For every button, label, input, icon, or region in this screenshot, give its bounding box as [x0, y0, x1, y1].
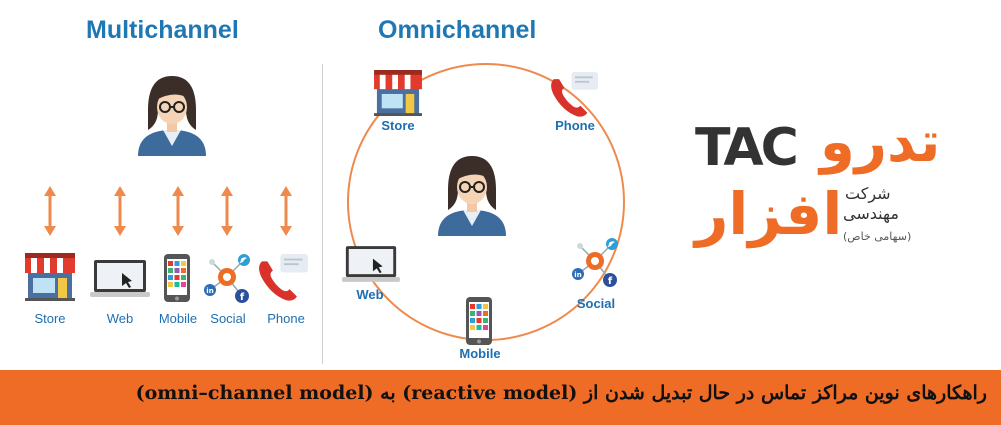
- omni-label-social: Social: [576, 296, 616, 311]
- logo-brand-word-1: تدرو: [820, 110, 941, 175]
- logo-company-line-3: (سهامی خاص): [843, 230, 912, 243]
- omni-agent-person-icon: [437, 155, 507, 237]
- double-arrow-icon-store: [44, 186, 56, 236]
- double-arrow-icon-mobile: [172, 186, 184, 236]
- mobile-phone-icon: [164, 254, 190, 302]
- agent-person-icon: [137, 75, 207, 157]
- telephone-icon: [259, 254, 308, 301]
- double-arrow-icon-social: [221, 186, 233, 236]
- logo-brand-word-2: افزار: [695, 180, 843, 248]
- omni-mobile-phone-icon: [466, 297, 492, 345]
- omni-label-mobile: Mobile: [459, 346, 501, 361]
- store-icon: [25, 253, 75, 301]
- double-arrow-icon-phone: [280, 186, 292, 236]
- logo-company-line-1: شرکت: [845, 184, 891, 203]
- caption-text: راهکارهای نوین مراکز تماس در حال تبدیل ش…: [135, 382, 987, 404]
- channel-label-web: Web: [106, 311, 134, 326]
- laptop-icon: [90, 260, 150, 297]
- omni-social-network-icon: [571, 237, 619, 288]
- logo-latin-text: TAC: [695, 118, 799, 178]
- channel-label-phone: Phone: [267, 311, 305, 326]
- omni-label-phone: Phone: [555, 118, 595, 133]
- logo-company-line-2: مهندسی: [843, 204, 899, 223]
- channel-label-mobile: Mobile: [158, 311, 198, 326]
- omni-store-icon: [374, 70, 422, 116]
- multichannel-title: Multichannel: [86, 16, 239, 44]
- channel-label-store: Store: [34, 311, 66, 326]
- omni-label-web: Web: [356, 287, 384, 302]
- double-arrow-icon-web: [114, 186, 126, 236]
- caption-banner: راهکارهای نوین مراکز تماس در حال تبدیل ش…: [0, 370, 1001, 425]
- omni-telephone-icon: [551, 72, 598, 117]
- section-divider: [322, 64, 323, 364]
- omni-label-store: Store: [381, 118, 415, 133]
- omnichannel-title: Omnichannel: [378, 16, 537, 44]
- social-network-icon: [203, 253, 251, 304]
- channel-label-social: Social: [210, 311, 246, 326]
- omni-laptop-icon: [342, 246, 400, 282]
- company-logo: TAC تدرو افزار شرکت مهندسی (سهامی خاص): [695, 110, 965, 258]
